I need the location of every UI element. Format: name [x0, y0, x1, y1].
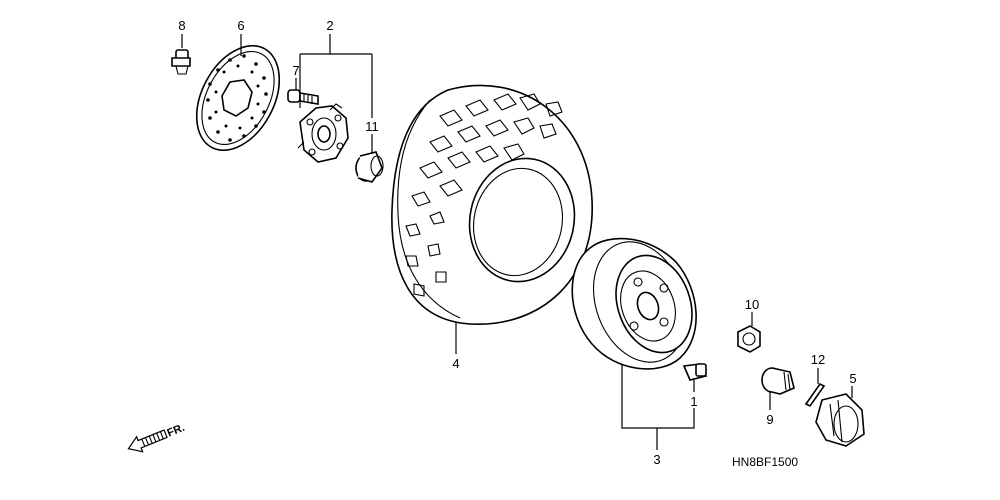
- diagram-code: HN8BF1500: [732, 455, 798, 469]
- valve-1[interactable]: [682, 363, 708, 381]
- hub-2[interactable]: [297, 103, 349, 163]
- collar-11[interactable]: [355, 151, 384, 183]
- nut-10[interactable]: [737, 325, 761, 353]
- callout-11: 11: [365, 119, 379, 134]
- callout-8: 8: [178, 18, 185, 33]
- callout-2: 2: [326, 18, 333, 33]
- nut-5[interactable]: [815, 393, 865, 447]
- direction-label: FR.: [166, 422, 187, 440]
- stud-7[interactable]: [287, 89, 319, 105]
- front-direction-indicator: FR.: [127, 422, 187, 453]
- rim-3[interactable]: [571, 229, 705, 376]
- pin-12[interactable]: [804, 382, 826, 408]
- callout-7: 7: [292, 63, 299, 78]
- cap-9[interactable]: [761, 367, 795, 395]
- callout-4: 4: [452, 356, 459, 371]
- callout-6: 6: [237, 18, 244, 33]
- leader-lines: [181, 34, 853, 450]
- callout-3: 3: [653, 452, 660, 467]
- callout-1: 1: [690, 394, 697, 409]
- callout-labels: 8 6 2 7 11 4 10 12 5 1 9 3: [178, 18, 856, 467]
- tire-4[interactable]: [391, 84, 593, 325]
- callout-12: 12: [811, 352, 825, 367]
- callout-5: 5: [849, 371, 856, 386]
- bolt-8[interactable]: [171, 49, 191, 75]
- brake-disc-6[interactable]: [180, 32, 296, 165]
- callout-10: 10: [745, 297, 759, 312]
- callout-9: 9: [766, 412, 773, 427]
